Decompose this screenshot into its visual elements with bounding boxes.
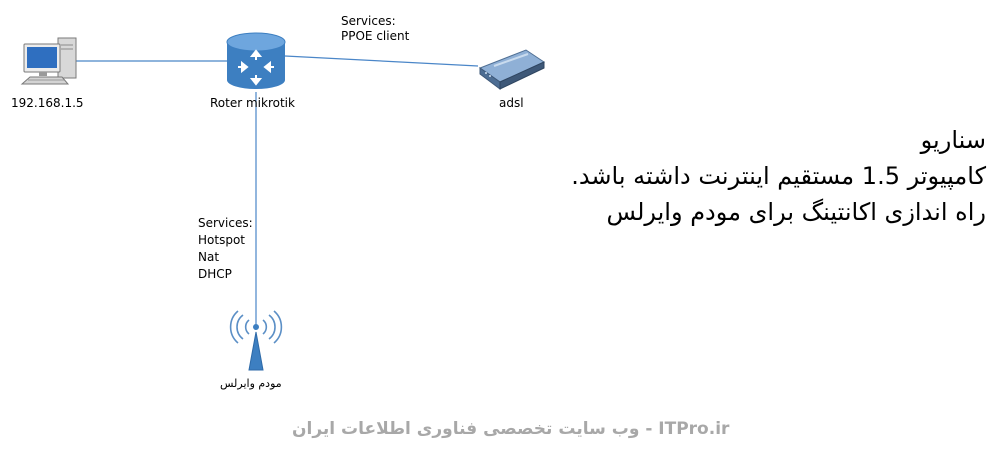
desktop-computer-icon bbox=[20, 37, 77, 85]
modem-label: adsl bbox=[499, 96, 524, 110]
adsl-modem-icon bbox=[478, 49, 546, 90]
services-bottom-item: Hotspot bbox=[198, 233, 245, 247]
services-bottom-title: Services: bbox=[198, 216, 253, 230]
router-icon bbox=[226, 32, 286, 89]
services-bottom-item: Nat bbox=[198, 250, 220, 264]
router-label: Roter mikrotik bbox=[210, 96, 295, 110]
services-bottom: Services: Hotspot Nat DHCP bbox=[198, 215, 253, 283]
services-top: Services: PPOE client bbox=[341, 14, 409, 44]
watermark: ITPro.ir - وب سایت تخصصی فناوری اطلاعات … bbox=[292, 419, 730, 439]
services-top-title: Services: bbox=[341, 14, 396, 28]
computer-label: 192.168.1.5 bbox=[11, 96, 84, 110]
scenario-line-1: کامپیوتر 1.5 مستقیم اینترنت داشته باشد. bbox=[571, 162, 986, 190]
services-top-item: PPOE client bbox=[341, 29, 410, 43]
scenario-title: سناریو bbox=[920, 126, 986, 154]
wireless-antenna-icon bbox=[229, 310, 283, 371]
link-router-modem bbox=[284, 55, 479, 67]
services-bottom-item: DHCP bbox=[198, 267, 232, 281]
wireless-label: مودم وایرلس bbox=[220, 377, 282, 390]
scenario-text: سناریو کامپیوتر 1.5 مستقیم اینترنت داشته… bbox=[426, 122, 986, 230]
scenario-line-2: راه اندازی اکانتینگ برای مودم وایرلس bbox=[606, 198, 986, 226]
